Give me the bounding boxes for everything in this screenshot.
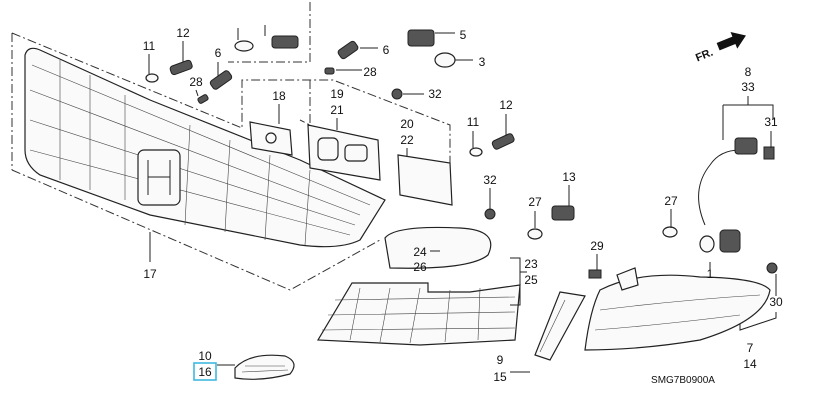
callout-29: 29 [590, 239, 604, 253]
callout-10: 10 [198, 349, 212, 363]
outer-tail-lamp-part [584, 267, 771, 351]
front-label: FR. [694, 47, 715, 65]
callout-32: 32 [428, 87, 442, 101]
callout-27: 27 [528, 195, 542, 209]
callout-16-highlighted[interactable]: 16 [198, 365, 212, 379]
callout-13: 13 [562, 170, 576, 184]
front-grille-part [24, 47, 386, 248]
callout-8: 8 [745, 65, 752, 79]
callout-11: 11 [467, 115, 480, 129]
callout-15: 15 [493, 370, 507, 384]
callout-labels: 11 12 6 28 6 28 5 3 32 18 19 21 20 22 11… [143, 26, 783, 384]
bulbs-and-sockets [145, 29, 778, 279]
reflector-part [234, 354, 295, 380]
callout-26: 26 [413, 260, 427, 274]
inner-tail-lamp-part [316, 282, 521, 346]
assembly-outline [11, 2, 451, 291]
callout-33: 33 [741, 80, 755, 94]
callout-27: 27 [664, 194, 678, 208]
callout-1: 1 [707, 267, 714, 281]
callout-6: 6 [215, 46, 222, 60]
callout-22: 22 [400, 133, 414, 147]
callout-7: 7 [747, 341, 754, 355]
side-reflector-part [534, 291, 586, 361]
callout-31: 31 [764, 115, 778, 129]
callout-14: 14 [743, 357, 757, 371]
gaskets [249, 121, 492, 269]
callout-9: 9 [497, 353, 504, 367]
callout-3: 3 [479, 55, 486, 69]
callout-17: 17 [143, 267, 157, 281]
callout-20: 20 [400, 117, 414, 131]
callout-24: 24 [413, 245, 427, 259]
callout-11: 11 [143, 39, 156, 53]
front-direction-indicator: FR. [694, 31, 746, 65]
callout-28: 28 [363, 65, 377, 79]
leader-lines [148, 25, 777, 373]
callout-25: 25 [524, 273, 538, 287]
arrow-right-icon [716, 31, 746, 51]
callout-30: 30 [769, 295, 783, 309]
callout-12: 12 [499, 98, 513, 112]
callout-18: 18 [272, 89, 286, 103]
callout-32: 32 [483, 173, 497, 187]
highlight-box [193, 362, 217, 381]
callout-28: 28 [189, 75, 203, 89]
callout-23: 23 [524, 257, 538, 271]
callout-21: 21 [330, 103, 344, 117]
callout-6: 6 [383, 43, 390, 57]
callout-12: 12 [176, 26, 190, 40]
callout-5: 5 [460, 28, 467, 42]
diagram-code: SMG7B0900A [651, 375, 715, 386]
callout-19: 19 [330, 87, 344, 101]
